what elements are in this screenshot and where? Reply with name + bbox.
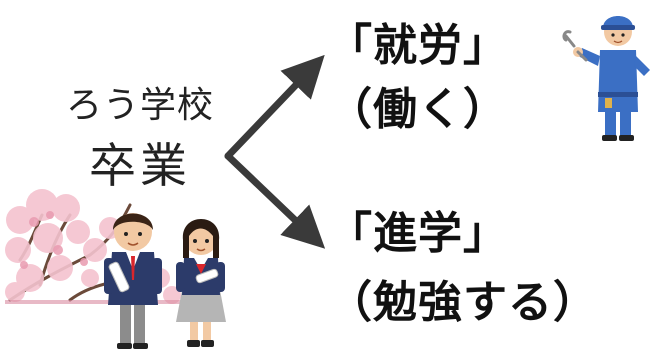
cherry-blossom-tree-icon [5, 189, 185, 304]
graduate-girl-icon [176, 219, 226, 347]
destination-further-study-subtitle: （勉強する） [328, 277, 598, 328]
source-label-school: ろう学校 [65, 85, 214, 126]
mechanic-worker-icon [562, 16, 650, 141]
destination-employment-subtitle: （働く） [328, 84, 508, 135]
graduate-boy-icon [104, 213, 162, 349]
arrow-to-employment [224, 54, 325, 160]
source-label-graduation: 卒業 [89, 139, 191, 194]
destination-employment-title: 「就労」 [328, 20, 508, 71]
arrows [224, 54, 326, 249]
arrow-to-further-study [224, 152, 326, 249]
destination-further-study-title: 「進学」 [328, 208, 508, 259]
